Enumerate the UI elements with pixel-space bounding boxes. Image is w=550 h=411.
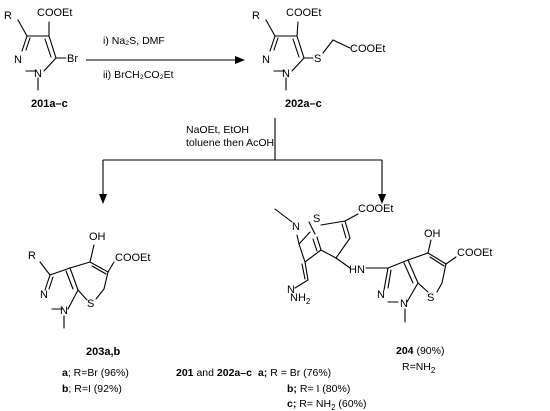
compound-204-cooet-right: COOEt (457, 247, 492, 259)
compound-203-s: S (87, 298, 94, 310)
compound-202-cooet-ester: COOEt (286, 7, 321, 19)
compound-204-n-upper: N (292, 221, 300, 233)
compound-201-n-lower: N (34, 68, 42, 80)
compound-204-s-right: S (427, 292, 434, 304)
compound-201-label: 201a–c (31, 98, 68, 110)
compound-204-oh: OH (424, 228, 441, 240)
step2-reagent-1: NaOEt, EtOH (186, 124, 249, 136)
compound-203-n-lower: N (60, 305, 68, 317)
step1-reagent-1: i) Na₂S, DMF (103, 35, 165, 47)
compound-201-cooet: COOEt (37, 7, 72, 19)
step2-arrows (99, 118, 386, 204)
compound-202-structure: R COOEt S COOEt N N (252, 7, 385, 91)
compound-203-n-upper: N (40, 289, 48, 301)
compound-202-n-lower: N (282, 68, 290, 80)
compound-204-n-upper-right: N (377, 289, 385, 301)
compound-203-cooet: COOEt (115, 252, 150, 264)
compound-204-s-left: S (313, 213, 320, 225)
compound-203-label: 203a,b (86, 346, 121, 358)
step2-reagent-2: toluene then AcOH (186, 137, 274, 149)
compound-201-202-note-c: c; R= NH2 (60%) (287, 398, 366, 411)
compound-203-note-a: a; R=Br (96%) (62, 367, 129, 379)
compound-201-r: R (4, 10, 12, 22)
compound-202-label: 202a–c (285, 98, 322, 110)
compound-201-202-note-b: b; R= I (80%) (287, 383, 350, 395)
compound-204-cooet-left: COOEt (358, 203, 393, 215)
compound-204-hn: HN (349, 264, 365, 276)
step1-arrow (86, 56, 245, 64)
compound-202-s: S (314, 53, 321, 65)
compound-203-oh: OH (89, 231, 106, 243)
compound-204-yield: 204 (90%) (396, 345, 444, 357)
compound-204-structure: N S COOEt N NH2 HN OH COOEt S N N (274, 203, 492, 323)
compound-204-nh2: NH2 (290, 292, 311, 306)
compound-202-n-upper: N (262, 54, 270, 66)
step1-reagent-2: ii) BrCH₂CO₂Et (103, 69, 174, 81)
compound-204-n-lower-right: N (400, 298, 408, 310)
compound-201-br: Br (67, 53, 78, 65)
compound-204-r-note: R=NH2 (402, 361, 436, 375)
compound-201-n-upper: N (14, 54, 22, 66)
compound-202-r: R (252, 10, 260, 22)
compound-201-structure: R COOEt Br N N (4, 7, 78, 91)
compound-203-structure: R OH COOEt S N N (28, 231, 150, 329)
compound-204-n-lower-left: N (287, 284, 295, 296)
compound-203-r: R (28, 250, 36, 262)
compound-202-cooet-chain: COOEt (350, 43, 385, 55)
compound-203-note-b: b; R=I (92%) (62, 383, 122, 395)
